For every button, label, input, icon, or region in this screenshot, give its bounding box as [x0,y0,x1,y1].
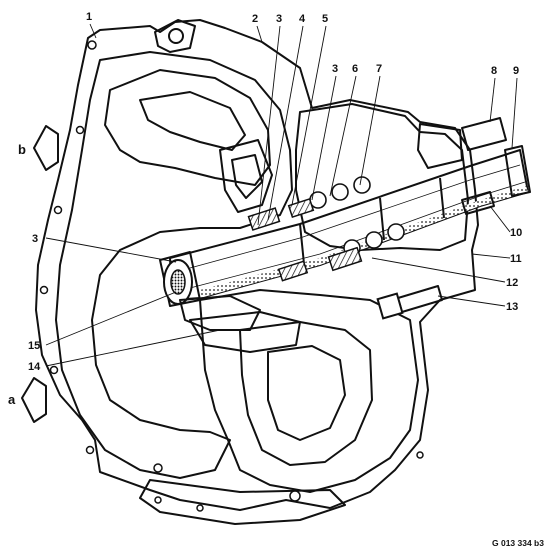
view-label-a: a [8,392,16,407]
leader-lines [45,23,518,367]
label-13: 13 [506,301,518,313]
shaft-nut [159,251,201,307]
view-arrow-b [33,125,59,171]
label-12: 12 [506,277,518,289]
label-11: 11 [510,253,522,265]
turbine-blades [179,139,301,353]
cooling-fins [417,117,507,169]
lifting-lug [154,19,196,53]
seal-rings [247,197,363,282]
label-3-left: 3 [32,233,38,245]
label-2: 2 [252,13,258,25]
drawing-code: G 013 334 b3 [492,538,544,548]
label-5: 5 [322,13,328,25]
view-arrow-a [21,377,47,423]
label-7: 7 [376,63,382,75]
view-labels: b a [8,142,26,407]
bearings [309,176,405,257]
view-label-b: b [18,142,26,157]
label-8: 8 [491,65,497,77]
flange-bolt-holes [39,40,424,512]
housing [35,19,479,525]
label-4: 4 [299,13,306,25]
label-15: 15 [28,340,40,352]
label-14: 14 [28,361,41,373]
label-10: 10 [510,227,522,239]
shaft-key [461,191,495,215]
label-9: 9 [513,65,519,77]
part-labels: 1 2 3 4 5 3 6 7 8 9 10 11 12 13 3 15 14 [28,11,522,373]
label-6: 6 [352,63,358,75]
label-1: 1 [86,11,92,23]
label-3-mid: 3 [332,63,338,75]
housing-bolt [376,285,443,320]
label-3-top: 3 [276,13,282,25]
